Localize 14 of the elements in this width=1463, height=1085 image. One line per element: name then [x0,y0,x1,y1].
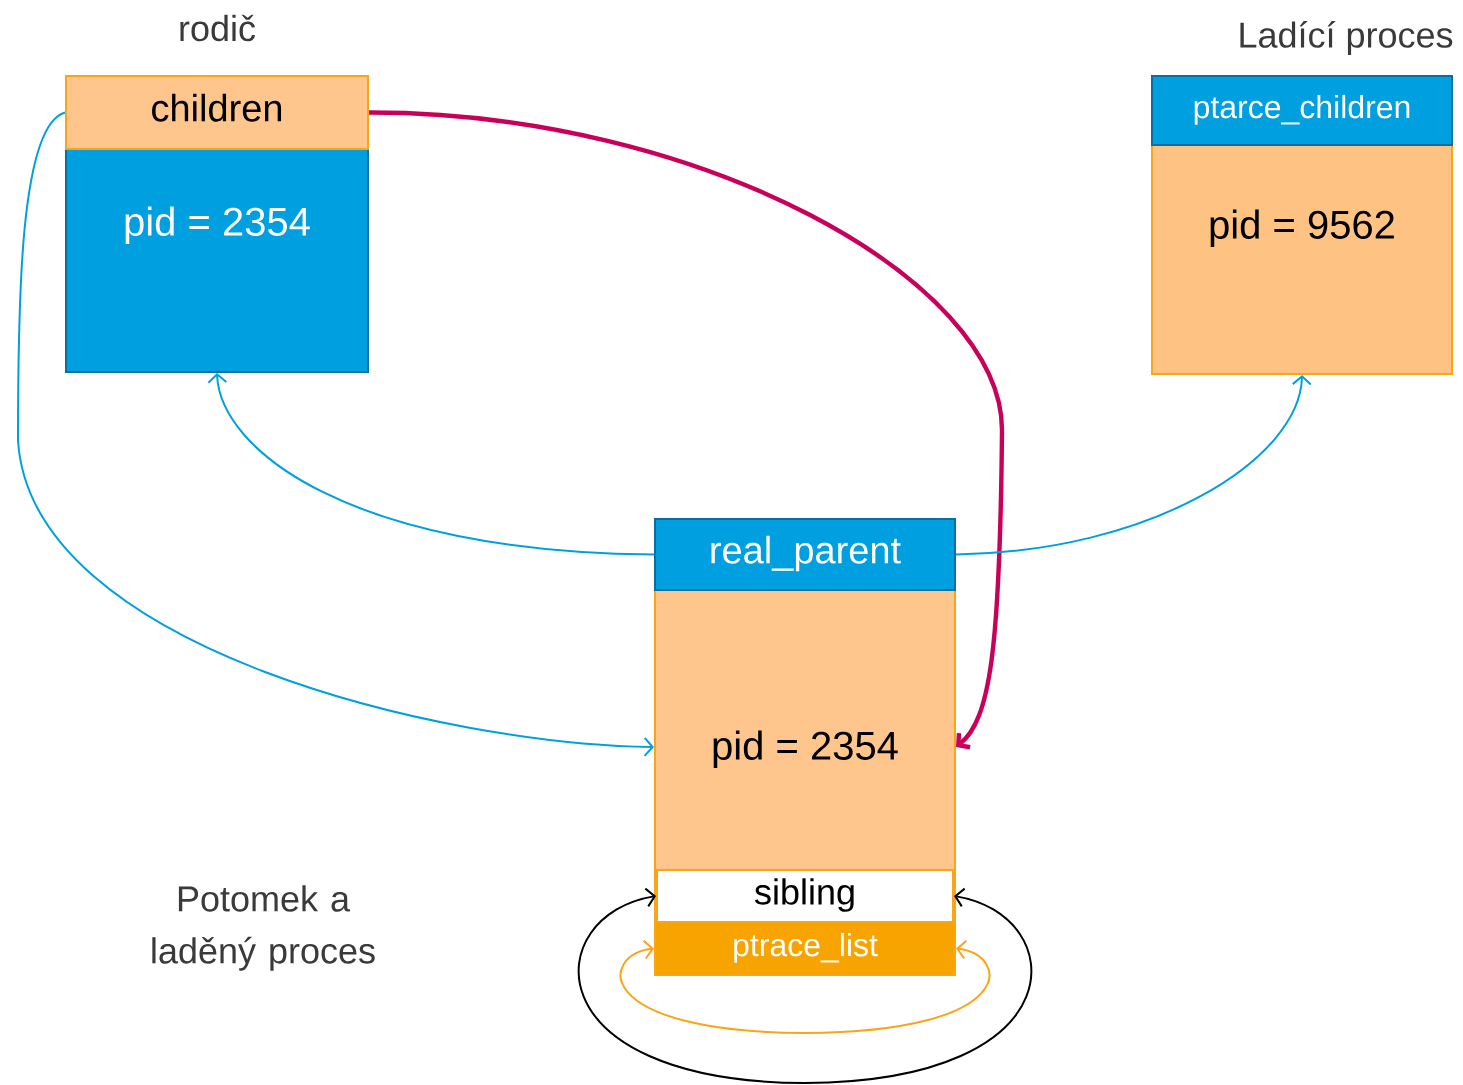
node-label: rodič [180,14,256,42]
field-cell: ptarce_children [1151,75,1453,146]
arrow [207,373,655,556]
field-cell: real_parent [654,518,956,591]
field-cell: ptrace_list [654,921,956,976]
arrow [619,939,991,1034]
arrow [577,887,1033,1084]
text-label: Potomek a laděný proces [152,885,375,971]
arrow [17,111,654,757]
arrow [955,375,1312,556]
field-cell: children [65,75,369,150]
arrow [368,110,1005,750]
field-cell: sibling [656,869,954,923]
node-label: Ladící proces [1240,21,1453,55]
